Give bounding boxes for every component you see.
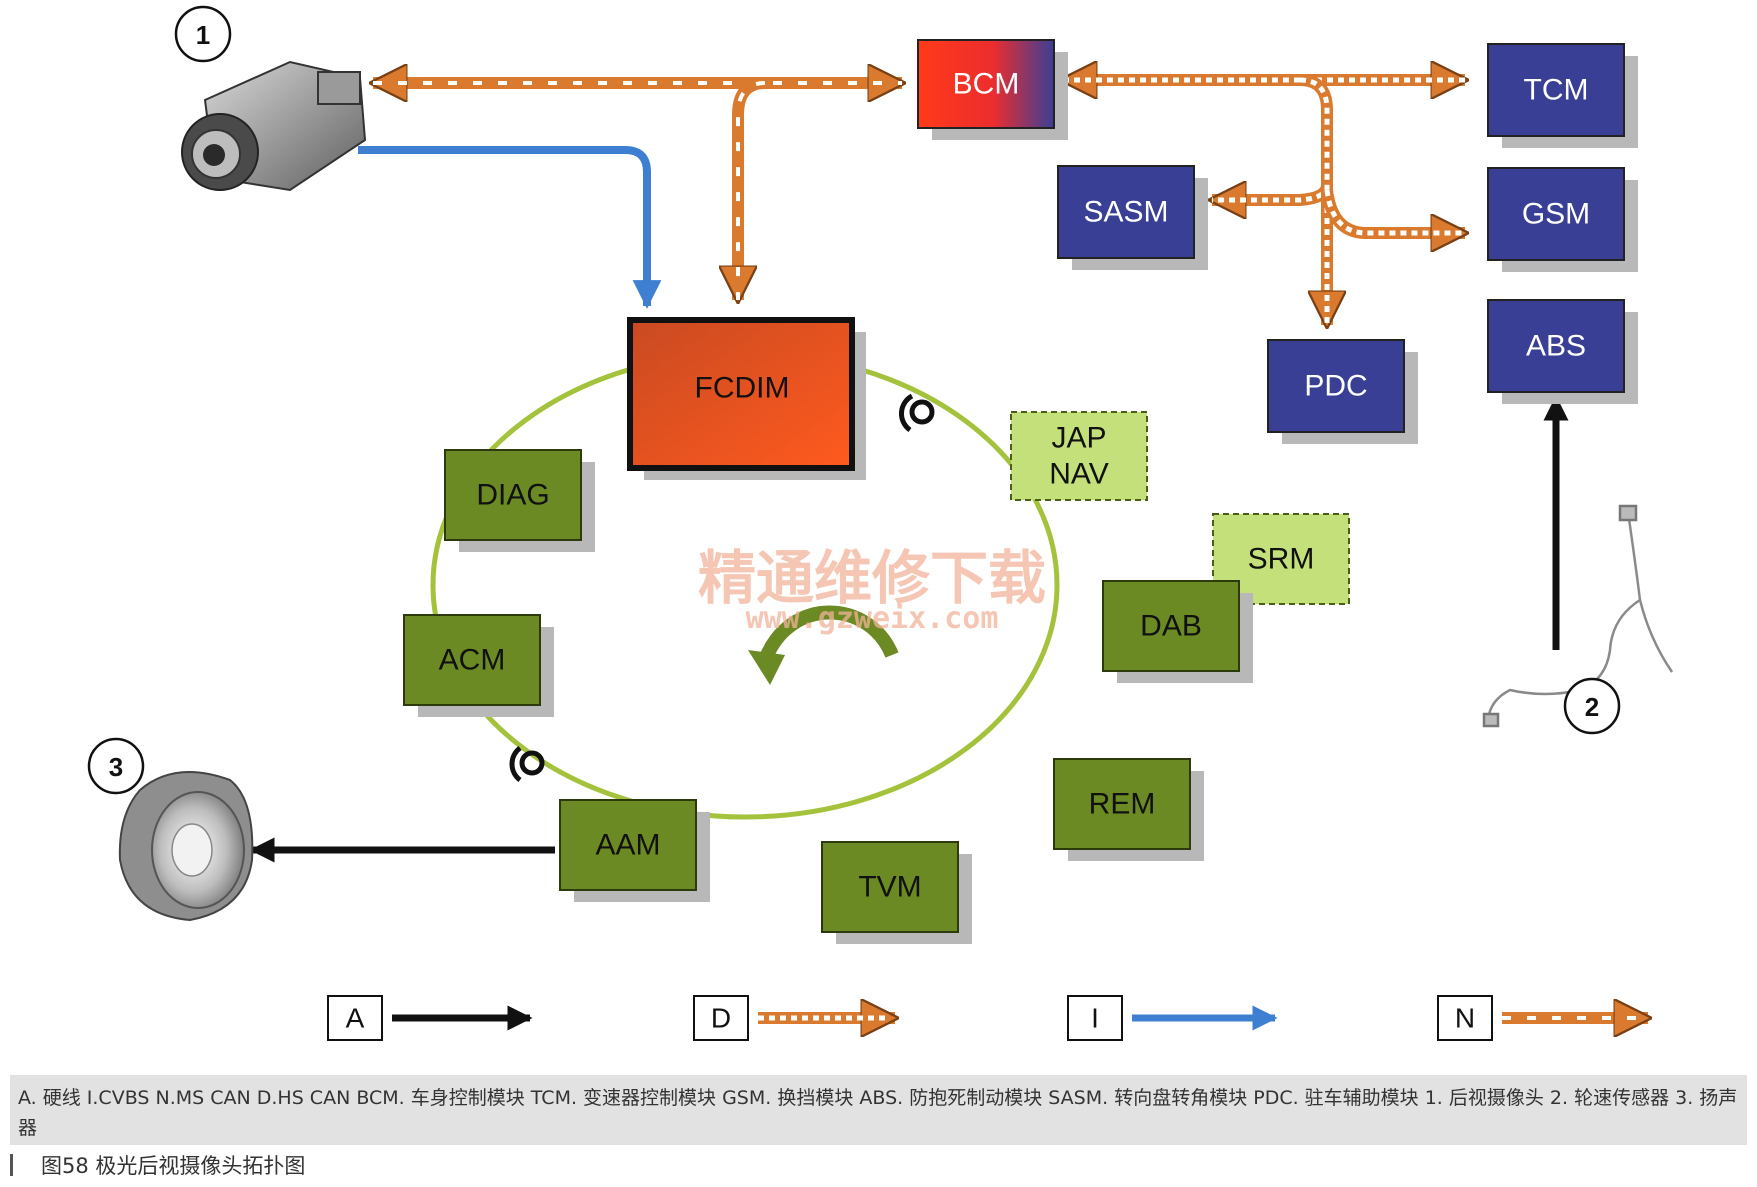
legend-item-cvbs: I: [1067, 995, 1278, 1041]
rem-label: REM: [1089, 788, 1156, 821]
pdc-module: PDC: [1267, 339, 1418, 444]
speaker-icon: [118, 771, 254, 922]
legend: A D I N: [327, 995, 1648, 1041]
figure-title-row: 图58 极光后视摄像头拓扑图: [10, 1150, 305, 1180]
jap-nav-label-line2: NAV: [1049, 458, 1108, 491]
acm-label: ACM: [439, 644, 506, 677]
caption-box: A. 硬线 I.CVBS N.MS CAN D.HS CAN BCM. 车身控制…: [10, 1075, 1747, 1145]
ring-direction-arrow: [758, 605, 899, 663]
callout-3: 3: [87, 737, 145, 795]
fcdim-module: FCDIM: [627, 317, 866, 480]
legend-item-hardwire: A: [327, 995, 533, 1041]
sasm-label: SASM: [1083, 196, 1168, 229]
jap-nav-module: JAP NAV: [1010, 411, 1148, 501]
cvbs-line: [358, 146, 662, 309]
ring-direction-arrowhead: [748, 650, 785, 685]
watermark-url: www.gzweix.com: [746, 601, 999, 636]
callout-3-label: 3: [109, 752, 123, 782]
caption-text: A. 硬线 I.CVBS N.MS CAN D.HS CAN BCM. 车身控制…: [18, 1087, 1738, 1139]
fcdim-label: FCDIM: [695, 372, 790, 405]
legend-item-ms-can: N: [1437, 995, 1648, 1041]
legend-letter-a: A: [346, 1003, 365, 1034]
optical-connector-icon: [898, 393, 935, 433]
legend-item-hs-can: D: [693, 995, 895, 1041]
figure-title: 图58 极光后视摄像头拓扑图: [41, 1154, 306, 1178]
acm-module: ACM: [403, 614, 554, 717]
legend-letter-d: D: [711, 1003, 731, 1034]
tcm-label: TCM: [1524, 74, 1589, 107]
legend-letter-i: I: [1091, 1003, 1099, 1034]
sasm-module: SASM: [1057, 165, 1208, 270]
diag-module: DIAG: [444, 449, 595, 552]
tvm-module: TVM: [821, 841, 972, 944]
diag-label: DIAG: [476, 479, 549, 512]
hs-can-line: [1063, 80, 1465, 325]
aam-label: AAM: [595, 829, 660, 862]
aam-module: AAM: [559, 799, 710, 902]
dab-label: DAB: [1140, 610, 1202, 643]
rem-module: REM: [1053, 758, 1204, 861]
rear-camera-icon: [181, 60, 367, 192]
callout-2-label: 2: [1585, 692, 1599, 722]
jap-nav-label-line1: JAP: [1051, 422, 1106, 455]
wheel-speed-sensor-icon: [1482, 504, 1674, 728]
dab-module: DAB: [1102, 580, 1253, 683]
abs-label: ABS: [1526, 330, 1586, 363]
srm-label: SRM: [1248, 543, 1315, 576]
bcm-module: BCM: [917, 39, 1068, 140]
tvm-label: TVM: [858, 871, 921, 904]
gsm-module: GSM: [1487, 167, 1638, 272]
bcm-label: BCM: [953, 68, 1020, 101]
topology-diagram: BCM TCM SASM GSM PDC ABS FCDIM JAP NAV: [87, 5, 1674, 1041]
callout-1: 1: [174, 5, 232, 63]
gsm-label: GSM: [1522, 198, 1590, 231]
callout-2: 2: [1563, 677, 1621, 735]
tcm-module: TCM: [1487, 43, 1638, 148]
abs-module: ABS: [1487, 299, 1638, 404]
watermark-text: 精通维修下载: [698, 544, 1046, 612]
ms-can-line: [373, 83, 902, 300]
figure-title-bar: [10, 1154, 13, 1176]
legend-letter-n: N: [1455, 1003, 1475, 1034]
pdc-label: PDC: [1304, 370, 1367, 403]
optical-connector-icon: [509, 746, 545, 782]
callout-1-label: 1: [196, 20, 210, 50]
